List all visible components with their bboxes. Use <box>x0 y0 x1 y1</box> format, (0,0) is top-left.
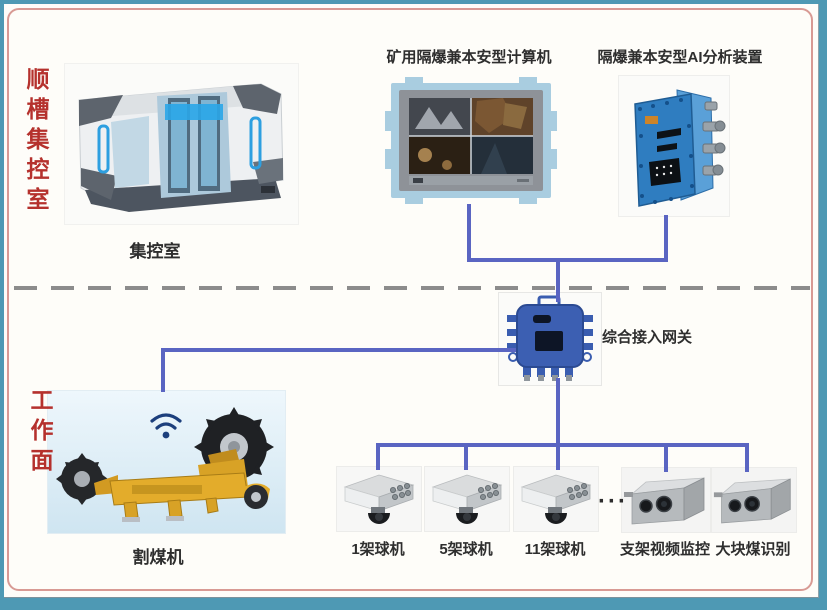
support-monitor-image <box>621 467 711 533</box>
support-monitor-label: 支架视频监控 <box>619 541 710 558</box>
more-cameras-ellipsis: ··· <box>598 488 628 515</box>
connector-ai-down <box>664 215 668 260</box>
connector-gateway-down <box>556 378 560 470</box>
control-cabin-icon <box>78 83 284 212</box>
control-cabin-image <box>64 63 299 225</box>
connector-computer-down <box>467 204 471 260</box>
shearer-label: 割煤机 <box>132 548 184 567</box>
connector-drop-camera2 <box>464 447 468 470</box>
dome-camera-icon <box>431 474 503 524</box>
section-divider-dashed-line <box>14 286 810 290</box>
connector-drop-coal-recognition <box>745 443 749 472</box>
computer-label: 矿用隔爆兼本安型计算机 <box>386 49 552 66</box>
monitor-icon <box>385 77 557 204</box>
ai-device-image <box>618 75 730 217</box>
connector-gateway-up <box>556 260 560 302</box>
camera1-label: 1架球机 <box>351 541 405 558</box>
gateway-label: 综合接入网关 <box>602 329 693 346</box>
connector-drop-support-monitor <box>664 447 668 472</box>
camera3-image <box>513 466 599 532</box>
coal-recognition-image <box>711 467 797 533</box>
wifi-icon <box>150 413 182 430</box>
connector-top-horizontal <box>467 258 668 262</box>
computer-image <box>385 77 557 204</box>
section-label-control-room: 顺槽集控室 <box>23 67 49 217</box>
camera2-label: 5架球机 <box>439 541 493 558</box>
coal-recognition-label: 大块煤识别 <box>715 541 791 558</box>
camera1-image <box>336 466 422 532</box>
dome-camera-icon <box>520 474 592 524</box>
box-camera-icon <box>624 477 705 525</box>
connector-drop-camera1 <box>376 443 380 470</box>
control-cabin-label: 集控室 <box>129 242 181 261</box>
connector-shearer-horizontal <box>161 348 516 352</box>
shearer-icon <box>48 391 285 533</box>
dome-camera-icon <box>343 474 415 524</box>
connector-shearer-down <box>161 350 165 392</box>
camera3-label: 11架球机 <box>524 541 586 558</box>
box-camera-icon <box>713 478 791 524</box>
ai-box-icon <box>634 89 726 207</box>
gateway-image <box>498 292 602 386</box>
shearer-image <box>47 390 286 534</box>
connector-camera-bus <box>376 443 749 447</box>
section-label-working-face: 工作面 <box>27 388 53 478</box>
ai-device-label: 隔爆兼本安型AI分析装置 <box>597 49 763 66</box>
gateway-icon <box>507 295 593 381</box>
camera2-image <box>424 466 510 532</box>
